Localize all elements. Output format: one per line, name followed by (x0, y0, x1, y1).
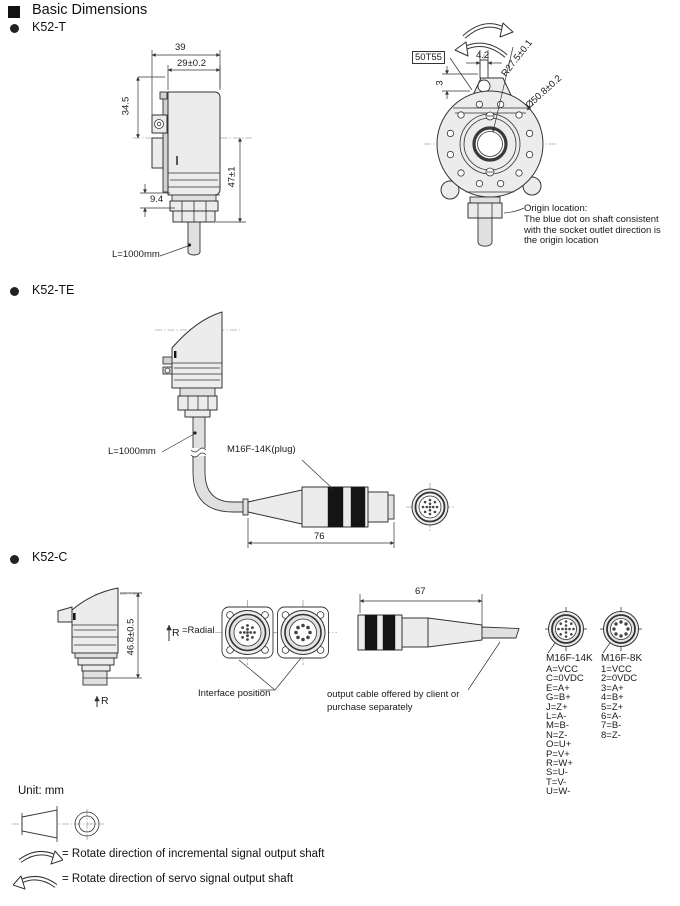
connector-face-8k (600, 607, 642, 654)
k52te-plug-length: 76 (314, 531, 325, 542)
section-title-k52c: K52-C (32, 550, 68, 564)
section-title-k52t: K52-T (32, 20, 67, 34)
k52t-body (151, 91, 221, 196)
bullet-k52t (10, 24, 19, 33)
k52te-body (162, 311, 223, 389)
origin-note: Origin location: The blue dot on shaft c… (524, 203, 676, 247)
dim-slot-depth: 3 (434, 80, 446, 86)
rotation-arrow-incremental (462, 22, 514, 39)
origin-note-line2: The blue dot on shaft consistent (524, 213, 659, 225)
k52c-cable-plug (357, 614, 520, 691)
k52t-front-leaders (442, 46, 535, 214)
dim-total-width: 39 (175, 42, 186, 53)
dim-slot-width: 4.2 (476, 50, 490, 61)
k52t-dimension-lines (136, 50, 246, 223)
k52c-connector-stub (74, 652, 118, 686)
k52c-output-cable-drawing (357, 594, 520, 691)
k52te-cable (161, 416, 251, 513)
legend-servo: = Rotate direction of servo signal outpu… (62, 873, 294, 885)
origin-note-line4: the origin location (524, 235, 599, 247)
dim-height-right: 47±1 (226, 166, 238, 188)
radial-label: R (172, 627, 180, 639)
square-connector-8pin (273, 600, 337, 665)
k52c-side-view-drawing (57, 587, 142, 707)
page-title: Basic Dimensions (32, 2, 148, 18)
k52te-drawing (155, 311, 454, 548)
incremental-rotation-arrow (18, 850, 63, 865)
gear-label: 50T55 (412, 51, 445, 64)
pinout-connector-faces (545, 607, 642, 654)
square-connector-14pin (215, 600, 280, 665)
connector-face-14k (545, 607, 587, 654)
k52c-cable-length: 67 (415, 586, 426, 597)
origin-note-line3: with the socket outlet direction is (524, 224, 661, 236)
dim-k52c-height: 46.8±0.5 (125, 618, 137, 656)
k52t-side-view-drawing (133, 50, 252, 257)
interface-position-label: Interface position (198, 688, 271, 699)
k52t-front-view-drawing (424, 22, 558, 247)
cable-note-line2: purchase separately (327, 702, 413, 713)
pinout-title-8k: M16F-8K (601, 653, 643, 664)
k52t-front-body (436, 59, 544, 200)
origin-note-line1: Origin location: (524, 203, 588, 214)
servo-rotation-arrow (13, 875, 58, 890)
section-title-k52te: K52-TE (32, 283, 75, 297)
k52c-dimension (107, 592, 142, 679)
k52te-plug-dimension (247, 518, 395, 548)
k52t-front-gland (466, 191, 514, 247)
dim-body-width: 29±0.2 (177, 58, 206, 69)
dim-flange-offset: 9.4 (150, 194, 164, 205)
projection-symbol (12, 806, 104, 842)
bullet-k52te (10, 287, 19, 296)
rotation-arrow-servo (454, 41, 508, 58)
k52te-gland (177, 387, 218, 418)
pinout-title-14k: M16F-14K (546, 653, 593, 664)
dim-height-left: 34.5 (120, 96, 132, 116)
radial-direction-arrow (166, 624, 172, 641)
bullet-k52c (10, 555, 19, 564)
radial-label-bottom: R (101, 695, 109, 707)
k52te-cable-length-label: L=1000mm (108, 446, 156, 457)
k52te-plug-label: M16F-14K(plug) (227, 444, 296, 455)
radial-text: =Radial (182, 625, 215, 636)
interface-position-leaders (238, 657, 302, 691)
legend-incremental: = Rotate direction of incremental signal… (62, 848, 325, 860)
k52t-cable-length-label: L=1000mm (112, 249, 160, 260)
unit-label: Unit: mm (18, 785, 64, 797)
k52t-cable-gland (169, 194, 219, 223)
k52c-cable-dimension (359, 594, 483, 625)
cable-note-line1: output cable offered by client or (327, 689, 460, 700)
k52c-body (57, 587, 119, 654)
k52t-cable (159, 221, 201, 257)
section-square-marker (8, 6, 20, 18)
k52c-interface-connectors-drawing (215, 600, 337, 691)
k52te-plug-face-view (406, 483, 454, 531)
k52te-plug (242, 459, 395, 528)
